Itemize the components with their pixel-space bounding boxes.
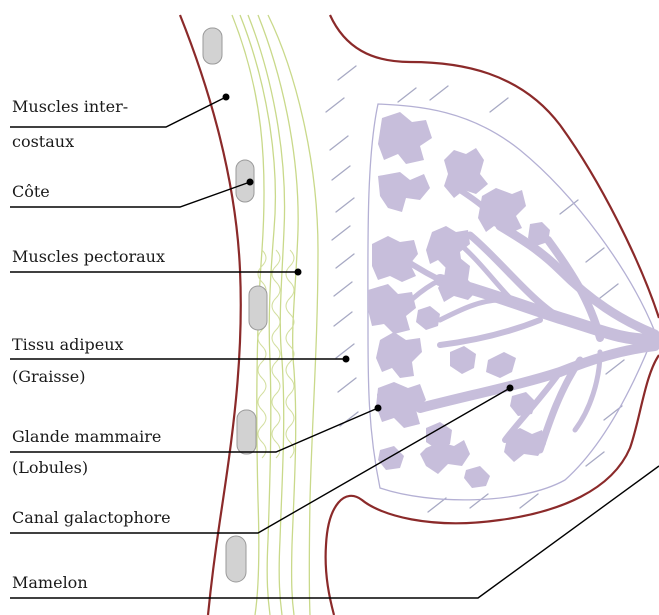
- leader-nipple: [10, 466, 659, 598]
- label-intercostal-line1: Muscles inter-: [12, 97, 128, 116]
- rib-1: [203, 28, 222, 64]
- label-gland-line1: Glande mammaire: [12, 427, 161, 446]
- rib-3: [249, 286, 267, 330]
- rib-4: [237, 410, 256, 454]
- pectoral-muscle-layer: [232, 15, 318, 615]
- label-adipose-line1: Tissu adipeux: [12, 335, 124, 354]
- label-gland-line2: (Lobules): [12, 458, 88, 477]
- label-intercostal-line2: costaux: [12, 132, 74, 151]
- label-rib: Côte: [12, 182, 50, 201]
- rib-5: [226, 536, 246, 582]
- label-nipple: Mamelon: [12, 573, 88, 592]
- label-adipose-line2: (Graisse): [12, 367, 85, 386]
- label-duct: Canal galactophore: [12, 508, 171, 527]
- label-pectoral: Muscles pectoraux: [12, 247, 165, 266]
- pectoral-muscle-waves: [258, 250, 294, 458]
